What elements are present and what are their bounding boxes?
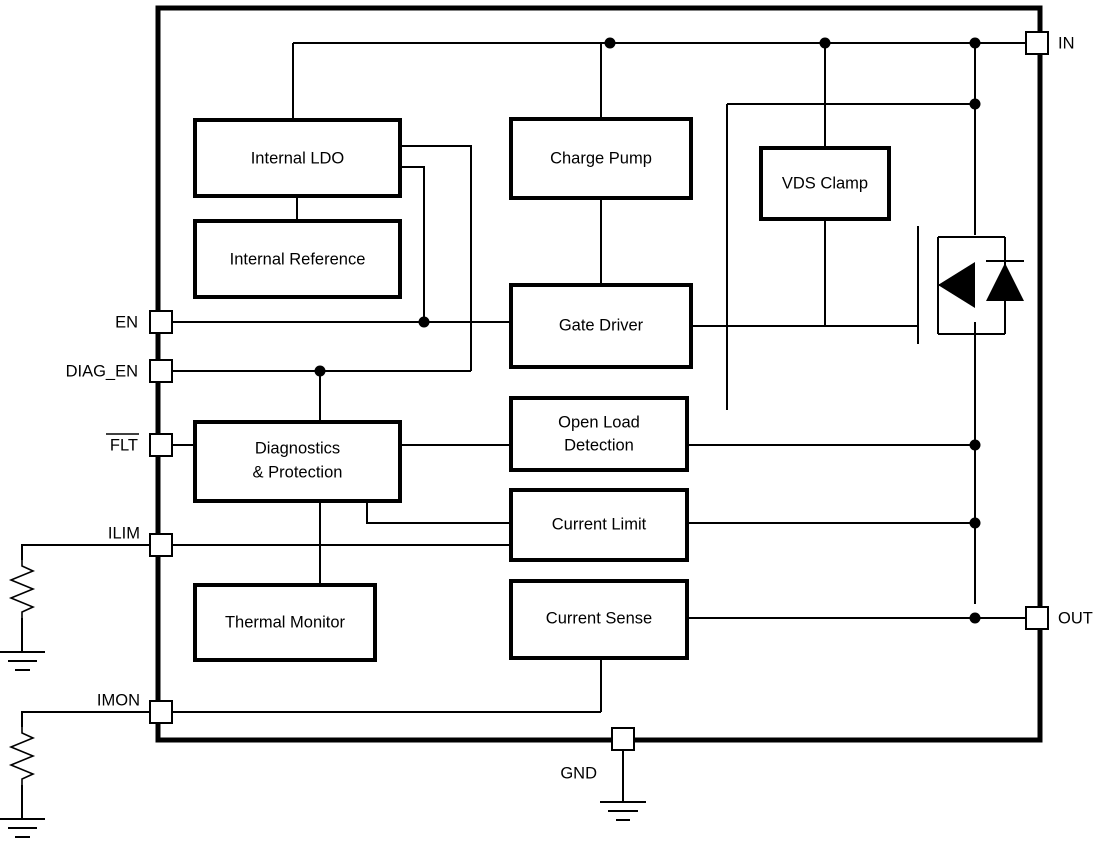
block-gate-driver[interactable]: Gate Driver	[509, 283, 693, 369]
block-label-internal-ldo: Internal LDO	[251, 149, 345, 167]
block-label-open-load-detection-line2: Detection	[564, 436, 634, 454]
junction-dot-in-vds-clamp	[819, 37, 831, 49]
block-rect-charge-pump[interactable]	[509, 117, 693, 200]
pin-label-gnd: GND	[560, 764, 597, 782]
block-rect-gate-driver[interactable]	[509, 283, 693, 369]
block-internal-reference[interactable]: Internal Reference	[193, 219, 402, 299]
pin-out[interactable]: OUT	[1025, 606, 1093, 630]
ldo-supply-branch-long	[400, 145, 472, 371]
block-rect-internal-ldo[interactable]	[193, 118, 402, 198]
pin-label-ilim: ILIM	[108, 524, 140, 542]
block-diagnostics-protection[interactable]: Diagnostics & Protection	[193, 420, 402, 503]
pin-diag-en[interactable]: DIAG_EN	[66, 359, 173, 383]
block-current-limit[interactable]: Current Limit	[509, 488, 689, 562]
block-label-vds-clamp: VDS Clamp	[782, 174, 868, 192]
block-label-charge-pump: Charge Pump	[550, 149, 652, 167]
pin-box-gnd[interactable]	[611, 727, 635, 751]
block-rect-diagnostics-protection[interactable]	[193, 420, 402, 503]
block-charge-pump[interactable]: Charge Pump	[509, 117, 693, 200]
pin-box-imon[interactable]	[149, 700, 173, 724]
junction-dot-in-charge-pump	[604, 37, 616, 49]
pin-box-diag-en[interactable]	[149, 359, 173, 383]
imon-resistor-zigzag	[8, 727, 36, 785]
ground-symbol-gnd	[600, 801, 646, 821]
pin-label-en: EN	[115, 313, 138, 331]
junction-dot-diag-en	[314, 365, 326, 377]
diagnostics-wiring	[319, 444, 511, 585]
pin-in[interactable]: IN	[1025, 31, 1075, 55]
pin-box-flt[interactable]	[149, 433, 173, 457]
block-thermal-monitor[interactable]: Thermal Monitor	[193, 583, 377, 662]
block-rect-open-load-detection[interactable]	[509, 396, 689, 472]
junction-dot-out-currentsense	[969, 612, 981, 624]
pin-ilim[interactable]: ILIM	[108, 524, 173, 557]
diagnostics-to-current-limit-wire	[366, 501, 511, 524]
pin-gnd[interactable]: GND	[560, 727, 646, 821]
block-label-current-limit: Current Limit	[552, 515, 647, 533]
junction-dot-in-openload	[969, 98, 981, 110]
ground-symbol-ilim	[0, 651, 45, 671]
pin-flt[interactable]: FLT	[106, 433, 173, 457]
junction-dot-in-fet	[969, 37, 981, 49]
external-ilim-resistor-network	[0, 544, 150, 671]
block-current-sense[interactable]: Current Sense	[509, 579, 689, 660]
pin-label-imon: IMON	[97, 691, 140, 709]
pin-box-ilim[interactable]	[149, 533, 173, 557]
junction-dot-out-currentlimit	[969, 517, 981, 529]
pin-box-in[interactable]	[1025, 31, 1049, 55]
ldo-supply-branch-short	[400, 166, 425, 322]
block-vds-clamp[interactable]: VDS Clamp	[759, 146, 891, 221]
block-rect-thermal-monitor[interactable]	[193, 583, 377, 662]
nmos-power-fet-symbol	[917, 226, 1024, 344]
block-rect-current-sense[interactable]	[509, 579, 689, 660]
imon-external-wire	[21, 711, 150, 727]
pin-label-diag-en: DIAG_EN	[66, 362, 138, 380]
block-internal-ldo[interactable]: Internal LDO	[193, 118, 402, 198]
junction-dot-out-openload	[969, 439, 981, 451]
pin-en[interactable]: EN	[115, 310, 173, 334]
block-open-load-detection[interactable]: Open Load Detection	[509, 396, 689, 472]
pin-label-out: OUT	[1058, 609, 1093, 627]
block-label-current-sense: Current Sense	[546, 609, 652, 627]
block-label-internal-reference: Internal Reference	[230, 250, 366, 268]
pin-imon[interactable]: IMON	[97, 691, 173, 724]
ilim-external-wire	[21, 544, 150, 560]
block-rect-vds-clamp[interactable]	[759, 146, 891, 221]
ground-symbol-imon	[0, 818, 45, 838]
ilim-resistor-zigzag	[8, 560, 36, 618]
block-label-gate-driver: Gate Driver	[559, 316, 644, 334]
pin-box-en[interactable]	[149, 310, 173, 334]
diag-en-wiring	[172, 365, 471, 422]
block-label-open-load-detection-line1: Open Load	[558, 413, 640, 431]
pin-label-flt: FLT	[110, 436, 138, 454]
ldo-reference-wiring	[296, 145, 472, 371]
imon-wiring	[172, 658, 602, 713]
in-power-rail	[292, 37, 1026, 410]
block-rect-current-limit[interactable]	[509, 488, 689, 562]
block-label-thermal-monitor: Thermal Monitor	[225, 613, 346, 631]
pin-label-in: IN	[1058, 34, 1075, 52]
block-label-diagnostics-protection-line1: Diagnostics	[255, 439, 340, 457]
external-imon-resistor-network	[0, 711, 150, 838]
mosfet-channel-arrow	[938, 262, 975, 308]
body-diode-triangle	[986, 263, 1024, 301]
pin-box-out[interactable]	[1025, 606, 1049, 630]
block-rect-internal-reference[interactable]	[193, 219, 402, 299]
block-label-diagnostics-protection-line2: & Protection	[253, 463, 343, 481]
out-bus-wiring	[687, 322, 1026, 624]
